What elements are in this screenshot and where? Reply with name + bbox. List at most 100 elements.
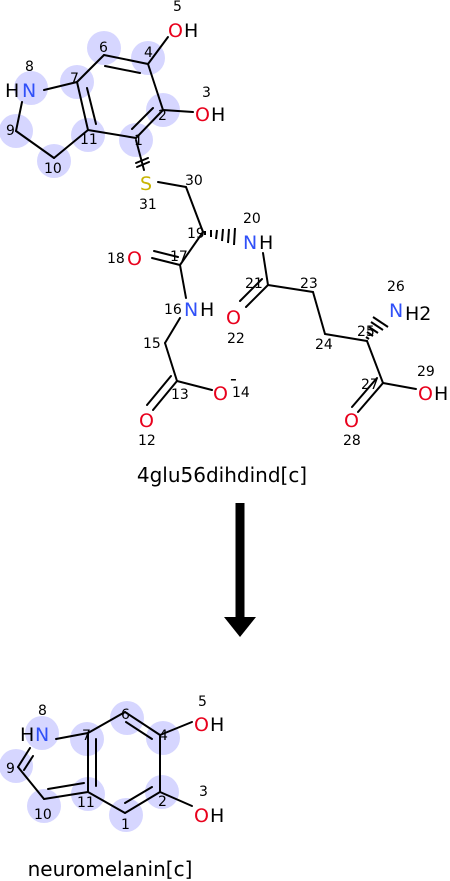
bond (131, 107, 154, 130)
atom-o28: O (344, 410, 359, 432)
bond (15, 101, 23, 132)
atom-index: 2 (158, 794, 167, 810)
atom-index: 12 (138, 433, 156, 449)
bond (179, 231, 204, 266)
bond (159, 721, 193, 736)
atom-o3: O (194, 805, 209, 827)
atom-index: 5 (173, 0, 182, 15)
atom-h3: H (210, 805, 224, 827)
atom-index: 26 (387, 279, 405, 295)
atom-index: 23 (300, 276, 318, 292)
atom-index: 11 (77, 795, 95, 811)
arrow-head (224, 617, 256, 637)
atom-index: 4 (159, 728, 168, 744)
atom-h26: H2 (405, 303, 431, 325)
hash-bond (370, 321, 384, 331)
atom-index: 24 (315, 337, 333, 353)
product-atom-labels: O H O H H N (20, 714, 224, 827)
bond (162, 109, 194, 113)
atom-index: 7 (70, 71, 79, 87)
bond (157, 181, 187, 188)
bond (15, 130, 55, 159)
bond (312, 291, 326, 335)
highlight-atom-8 (25, 716, 59, 750)
bond (55, 732, 89, 740)
bond (366, 340, 384, 384)
bond (76, 54, 105, 83)
bond (87, 791, 126, 814)
atom-o14: O (213, 383, 228, 405)
atom-o3: O (195, 104, 210, 126)
atom-s31: S (140, 173, 152, 195)
atom-index: 21 (245, 276, 263, 292)
bond (124, 786, 153, 804)
bond (151, 257, 181, 266)
bond (147, 63, 164, 111)
bond (324, 333, 368, 342)
reactant-atom-labels: O H O H H N S N H O N H O N H2 O O - O O… (5, 20, 448, 432)
atom-n26: N (389, 300, 403, 322)
bond (382, 382, 417, 390)
atom-charge14: - (230, 368, 237, 390)
atom-h5: H (210, 714, 224, 736)
bond (124, 711, 161, 736)
hash-bond (233, 227, 236, 246)
atom-index: 9 (6, 123, 15, 139)
reaction-arrow (224, 503, 256, 637)
bond (23, 755, 34, 771)
atom-h8: H (20, 724, 34, 746)
atom-index: 1 (134, 133, 143, 149)
bond (17, 747, 31, 768)
bond (104, 65, 141, 74)
atom-index: 22 (227, 331, 245, 347)
reactant-name: 4glu56dihdind[c] (137, 463, 307, 487)
atom-index: 29 (417, 364, 435, 380)
bond (124, 791, 161, 814)
reactant-atom-highlights (0, 31, 180, 178)
atom-index: 20 (243, 211, 261, 227)
hash-bond (368, 326, 379, 334)
atom-h5: H (184, 20, 198, 42)
atom-h3: H (211, 104, 225, 126)
reactant-bonds (15, 36, 417, 413)
atom-index: 6 (121, 707, 130, 723)
atom-o29: O (418, 383, 433, 405)
bond (267, 284, 314, 293)
atom-index: 3 (199, 784, 208, 800)
bond (53, 129, 89, 159)
atom-index: 1 (121, 817, 130, 833)
atom-index: 14 (232, 385, 250, 401)
atom-h20: H (259, 232, 273, 254)
atom-index: 10 (34, 807, 52, 823)
bond (351, 377, 378, 408)
bond (239, 278, 263, 302)
bond (262, 252, 269, 286)
bond (245, 284, 269, 308)
atom-n20: N (243, 232, 257, 254)
atom-index: 28 (343, 433, 361, 449)
atom-index: 16 (164, 302, 182, 318)
bond (164, 317, 181, 344)
atom-n8: N (35, 724, 49, 746)
product-atom-indices: 8 5 6 7 4 9 11 2 3 10 1 (6, 694, 208, 833)
bond (103, 54, 149, 65)
bond (43, 81, 78, 91)
hash-bond (365, 336, 370, 340)
atom-o5: O (194, 714, 209, 736)
atom-index: 11 (80, 132, 98, 148)
atom-n16: N (184, 299, 198, 321)
atom-h16: H (200, 299, 214, 321)
bond (86, 87, 97, 125)
atom-index: 8 (38, 703, 47, 719)
atom-index: 2 (158, 108, 167, 124)
atom-index: 18 (107, 251, 125, 267)
bond (47, 782, 85, 790)
product-bonds (17, 711, 193, 814)
reactant-atom-indices: 5 6 4 3 8 7 2 9 11 1 10 30 31 20 19 18 1… (6, 0, 435, 449)
atom-o5: O (168, 20, 183, 42)
bond (135, 109, 164, 139)
highlight-atom-4 (131, 41, 165, 75)
highlight-atom-11 (71, 118, 105, 152)
bond (135, 157, 149, 164)
bond (185, 186, 204, 233)
